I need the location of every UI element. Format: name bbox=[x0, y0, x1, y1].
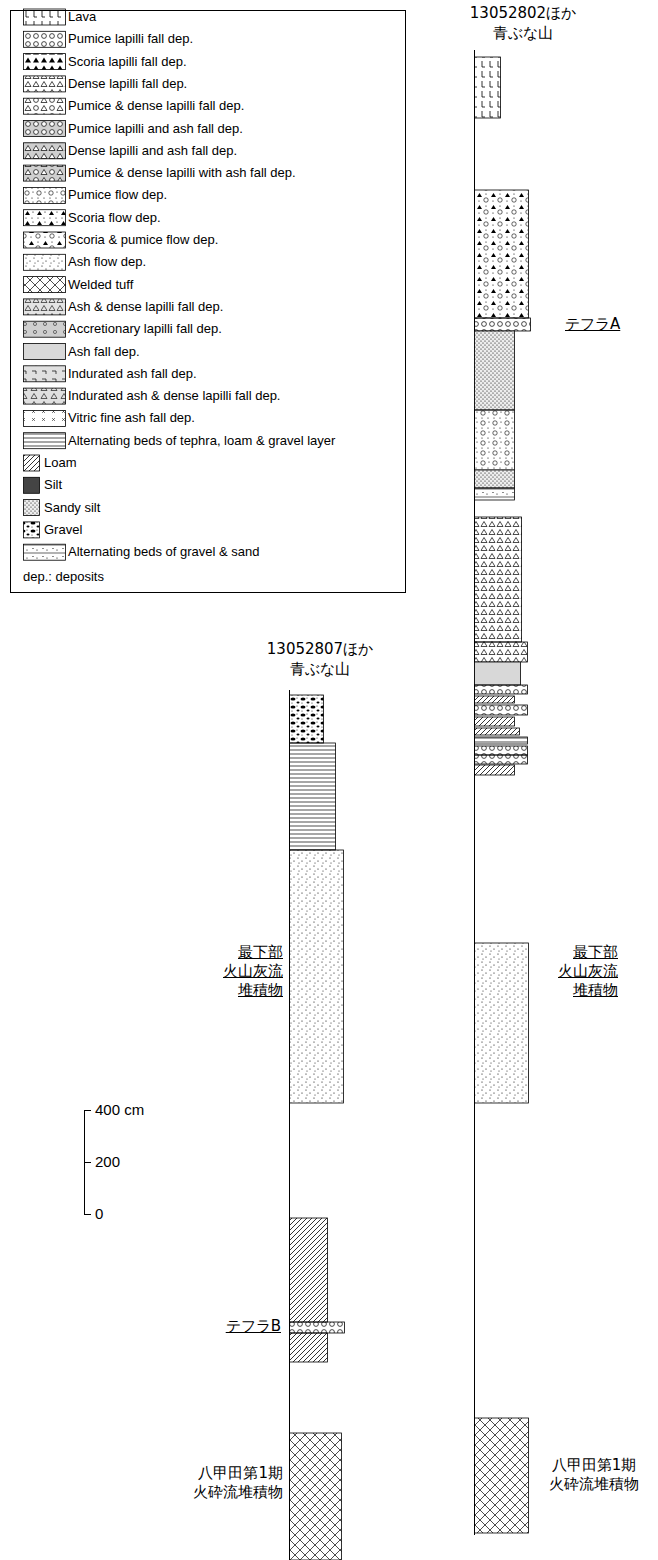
legend-text: Lava bbox=[68, 9, 96, 25]
layer bbox=[475, 765, 515, 775]
legend-text: Indurated ash fall dep. bbox=[68, 366, 197, 382]
legend-swatches bbox=[24, 9, 66, 560]
label: 400 cm bbox=[95, 1101, 144, 1120]
legend-sample bbox=[24, 210, 66, 226]
legend-text: Ash flow dep. bbox=[68, 254, 146, 270]
layer bbox=[475, 642, 528, 662]
legend-sample bbox=[24, 410, 66, 426]
layer bbox=[475, 943, 529, 1103]
legend-sample bbox=[24, 500, 40, 516]
label: 青ぶな山 bbox=[493, 24, 553, 43]
legend-sample bbox=[24, 31, 66, 47]
layer bbox=[475, 331, 515, 410]
legend-sample bbox=[24, 522, 40, 538]
legend-text: Pumice & dense lapilli fall dep. bbox=[68, 98, 244, 114]
legend-sample bbox=[24, 321, 66, 337]
layer bbox=[475, 318, 531, 331]
legend-text: Pumice flow dep. bbox=[68, 187, 167, 203]
legend-text: Sandy silt bbox=[44, 500, 100, 516]
layer bbox=[475, 705, 528, 715]
legend-text: Ash & dense lapilli fall dep. bbox=[68, 299, 223, 315]
label: 13052802ほか bbox=[470, 4, 576, 23]
layer bbox=[475, 662, 521, 685]
legend-sample bbox=[24, 299, 66, 315]
layer bbox=[475, 685, 528, 694]
legend-text: Silt bbox=[44, 477, 62, 493]
legend-text: Pumice lapilli fall dep. bbox=[68, 31, 193, 47]
legend-sample bbox=[24, 388, 66, 404]
column-axes bbox=[290, 50, 475, 1560]
label: 最下部 火山灰流 堆積物 bbox=[219, 943, 284, 999]
layer bbox=[475, 470, 515, 488]
legend-sample bbox=[24, 344, 66, 360]
legend-text: Loam bbox=[44, 455, 77, 471]
layer bbox=[475, 746, 528, 755]
layer bbox=[475, 737, 528, 744]
label: 青ぶな山 bbox=[290, 660, 350, 679]
legend-text: Vitric fine ash fall dep. bbox=[68, 410, 195, 426]
legend-sample bbox=[24, 455, 40, 471]
label: 最下部 火山灰流 堆積物 bbox=[554, 943, 619, 999]
legend-sample bbox=[24, 54, 66, 70]
label: テフラA bbox=[565, 315, 620, 334]
layer bbox=[290, 743, 336, 850]
layer bbox=[475, 728, 520, 735]
legend-sample bbox=[24, 232, 66, 248]
legend-sample bbox=[24, 9, 66, 25]
layer bbox=[475, 190, 529, 318]
label: 0 bbox=[95, 1205, 103, 1224]
scale-bar bbox=[85, 1110, 92, 1215]
right-column bbox=[475, 57, 531, 1533]
left-column bbox=[290, 695, 345, 1560]
layer bbox=[475, 57, 501, 118]
layer bbox=[475, 696, 515, 703]
legend-text: Scoria & pumice flow dep. bbox=[68, 232, 218, 248]
legend-sample bbox=[24, 143, 66, 159]
layer bbox=[475, 488, 515, 500]
layer bbox=[290, 1433, 342, 1560]
layer bbox=[475, 717, 515, 726]
label: 八甲田第1期 火砕流堆積物 bbox=[545, 1456, 644, 1494]
layer bbox=[290, 1333, 328, 1362]
legend-sample bbox=[24, 477, 40, 493]
label: 13052807ほか bbox=[267, 640, 373, 659]
legend-text: Scoria lapilli fall dep. bbox=[68, 54, 187, 70]
layer bbox=[475, 517, 522, 642]
layer bbox=[475, 410, 515, 470]
label: テフラB bbox=[226, 1317, 281, 1336]
legend-text: Dense lapilli fall dep. bbox=[68, 76, 187, 92]
scale-line bbox=[85, 1110, 92, 1215]
legend-sample bbox=[24, 187, 66, 203]
layer bbox=[290, 1322, 345, 1333]
label: 200 bbox=[95, 1153, 120, 1172]
legend-text: Pumice & dense lapilli with ash fall dep… bbox=[68, 165, 296, 181]
legend-frame bbox=[11, 11, 406, 593]
legend-text: Accretionary lapilli fall dep. bbox=[68, 321, 222, 337]
legend-sample bbox=[24, 366, 66, 382]
label: dep.: deposits bbox=[23, 569, 104, 585]
legend-text: Ash fall dep. bbox=[68, 344, 140, 360]
layer bbox=[475, 1418, 529, 1533]
label: 八甲田第1期 火砕流堆積物 bbox=[184, 1464, 283, 1502]
legend-text: Pumice lapilli and ash fall dep. bbox=[68, 121, 243, 137]
legend-sample bbox=[24, 165, 66, 181]
legend-text: Indurated ash & dense lapilli fall dep. bbox=[68, 388, 280, 404]
legend-text: Alternating beds of gravel & sand bbox=[68, 544, 260, 560]
legend-text: Gravel bbox=[44, 522, 82, 538]
legend-sample bbox=[24, 254, 66, 270]
legend-sample bbox=[24, 76, 66, 92]
layer bbox=[290, 850, 344, 1103]
legend-text: Welded tuff bbox=[68, 277, 133, 293]
legend-sample bbox=[24, 544, 66, 560]
legend-sample bbox=[24, 121, 66, 137]
legend-text: Dense lapilli and ash fall dep. bbox=[68, 143, 237, 159]
legend-text: Scoria flow dep. bbox=[68, 210, 161, 226]
legend-sample bbox=[24, 98, 66, 114]
legend-sample bbox=[24, 277, 66, 293]
layer bbox=[290, 695, 324, 743]
legend-sample bbox=[24, 433, 66, 449]
legend-text: Alternating beds of tephra, loam & grave… bbox=[68, 433, 335, 449]
layer bbox=[290, 1218, 328, 1322]
layer bbox=[475, 755, 528, 764]
